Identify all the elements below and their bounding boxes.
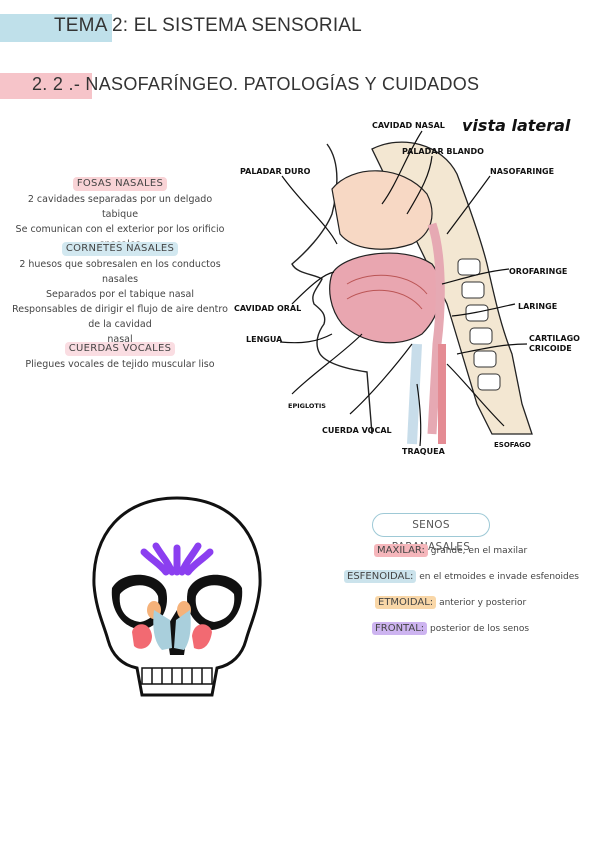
leader-lines: [279, 130, 528, 447]
sinus-label: ETMOIDAL:: [375, 596, 437, 609]
section-subtitle: 2. 2 .- NASOFARÍNGEO. PATOLOGÍAS Y CUIDA…: [32, 74, 480, 94]
label-cuerda-vocal: CUERDA VOCAL: [322, 426, 392, 435]
sinus-desc: anterior y posterior: [439, 598, 527, 608]
cervical-vertebrae: [457, 258, 501, 391]
label-cavidad-nasal: CAVIDAD NASAL: [372, 121, 445, 130]
cuerdas-heading: CUERDAS VOCALES: [64, 342, 176, 356]
note-line: Separados por el tabique nasal: [46, 289, 194, 300]
sinus-row-etmoidal: ETMOIDAL: anterior y posterior: [375, 596, 526, 609]
sinus-row-esfenoidal: ESFENOIDAL: en el etmoides e invade esfe…: [344, 570, 579, 583]
label-paladar-duro: PALADAR DURO: [240, 167, 311, 176]
sinus-row-frontal: FRONTAL: posterior de los senos: [372, 622, 529, 635]
sinus-desc: grande, en el maxilar: [430, 546, 528, 556]
nasopharynx-diagram: CAVIDAD NASAL PALADAR BLANDO PALADAR DUR…: [234, 116, 580, 456]
note-line: Responsables de dirigir el flujo de aire…: [12, 304, 228, 330]
label-laringe: LARINGE: [518, 302, 557, 311]
sinus-label: FRONTAL:: [372, 622, 428, 635]
face-profile: [291, 143, 373, 435]
label-paladar-blando: PALADAR BLANDO: [402, 147, 484, 156]
page-title: TEMA 2: EL SISTEMA SENSORIAL: [54, 15, 362, 36]
sinus-row-maxilar: MAXILAR: grande, en el maxilar: [374, 544, 527, 557]
cornetes-heading: CORNETES NASALES: [61, 242, 179, 256]
subtitle-highlight: [0, 73, 92, 99]
note-line: 2 cavidades separadas por un delgado tab…: [27, 194, 213, 220]
senos-heading-pill: SENOS PARANASALES: [372, 513, 490, 553]
trachea-tube: [407, 343, 422, 445]
pharynx-tube: [427, 222, 445, 435]
sinus-label: ESFENOIDAL:: [344, 570, 417, 583]
label-epiglotis: EPIGLOTIS: [288, 402, 326, 410]
label-nasofaringe: NASOFARINGE: [490, 167, 554, 176]
view-title: vista lateral: [462, 116, 571, 135]
tongue-muscle-line: [346, 289, 423, 310]
label-cartilago: CARTILAGO: [529, 334, 580, 343]
maxilar-sinus-right: [192, 624, 212, 650]
label-orofaringe: OROFARINGE: [509, 267, 567, 276]
label-lengua: LENGUA: [246, 335, 283, 344]
right-eye-inner: [195, 585, 235, 622]
note-line: 2 huesos que sobresalen en los conductos…: [19, 259, 221, 285]
sinus-label: MAXILAR:: [374, 544, 428, 557]
cuerdas-vocales-note: CUERDAS VOCALES Pliegues vocales de teji…: [10, 341, 230, 372]
sinus-desc: en el etmoides e invade esfenoides: [419, 572, 579, 582]
tongue-shape: [329, 252, 442, 344]
skull-illustration: [92, 496, 262, 697]
label-esofago: ESOFAGO: [494, 441, 531, 449]
label-traquea: TRAQUEA: [402, 447, 446, 456]
note-line: Pliegues vocales de tejido muscular liso: [25, 359, 215, 370]
note-line: nasal: [107, 334, 133, 345]
esfenoidal-sinus-mark: [153, 610, 191, 650]
label-cavidad-oral: CAVIDAD ORAL: [234, 304, 301, 313]
teeth: [141, 667, 213, 685]
frontal-sinus-mark: [140, 542, 214, 576]
label-cricoide: CRICOIDE: [529, 344, 572, 353]
nasal-cavity-shape: [331, 170, 433, 250]
cornetes-nasales-note: CORNETES NASALES 2 huesos que sobresalen…: [10, 241, 230, 347]
title-highlight: [0, 14, 112, 42]
maxilar-sinus-left: [132, 624, 152, 649]
tongue-muscle-line: [346, 274, 428, 295]
fosas-heading: FOSAS NASALES: [72, 177, 168, 191]
sinus-desc: posterior de los senos: [430, 624, 530, 634]
